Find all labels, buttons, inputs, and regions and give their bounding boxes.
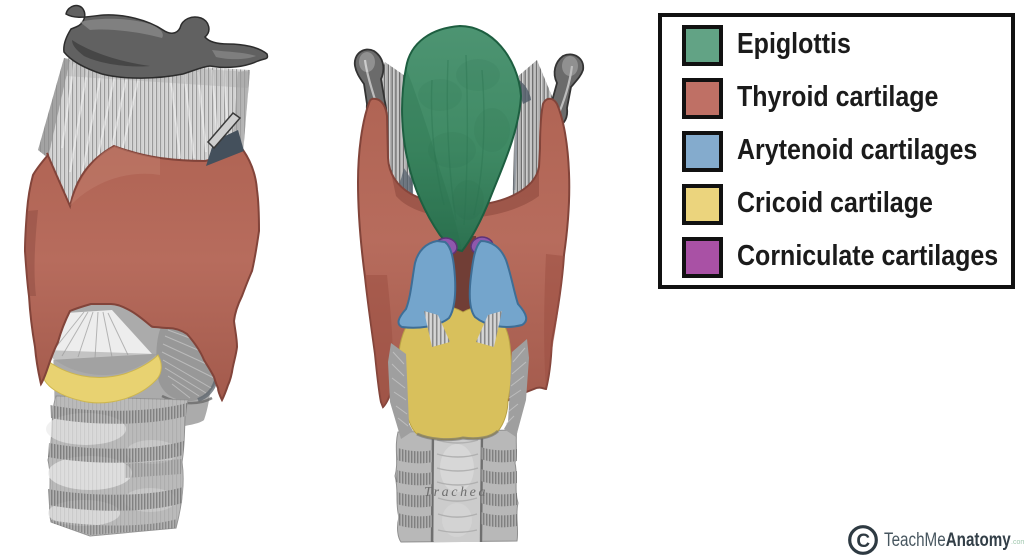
svg-text:Trachea: Trachea	[424, 485, 488, 500]
svg-text:C: C	[856, 531, 870, 552]
